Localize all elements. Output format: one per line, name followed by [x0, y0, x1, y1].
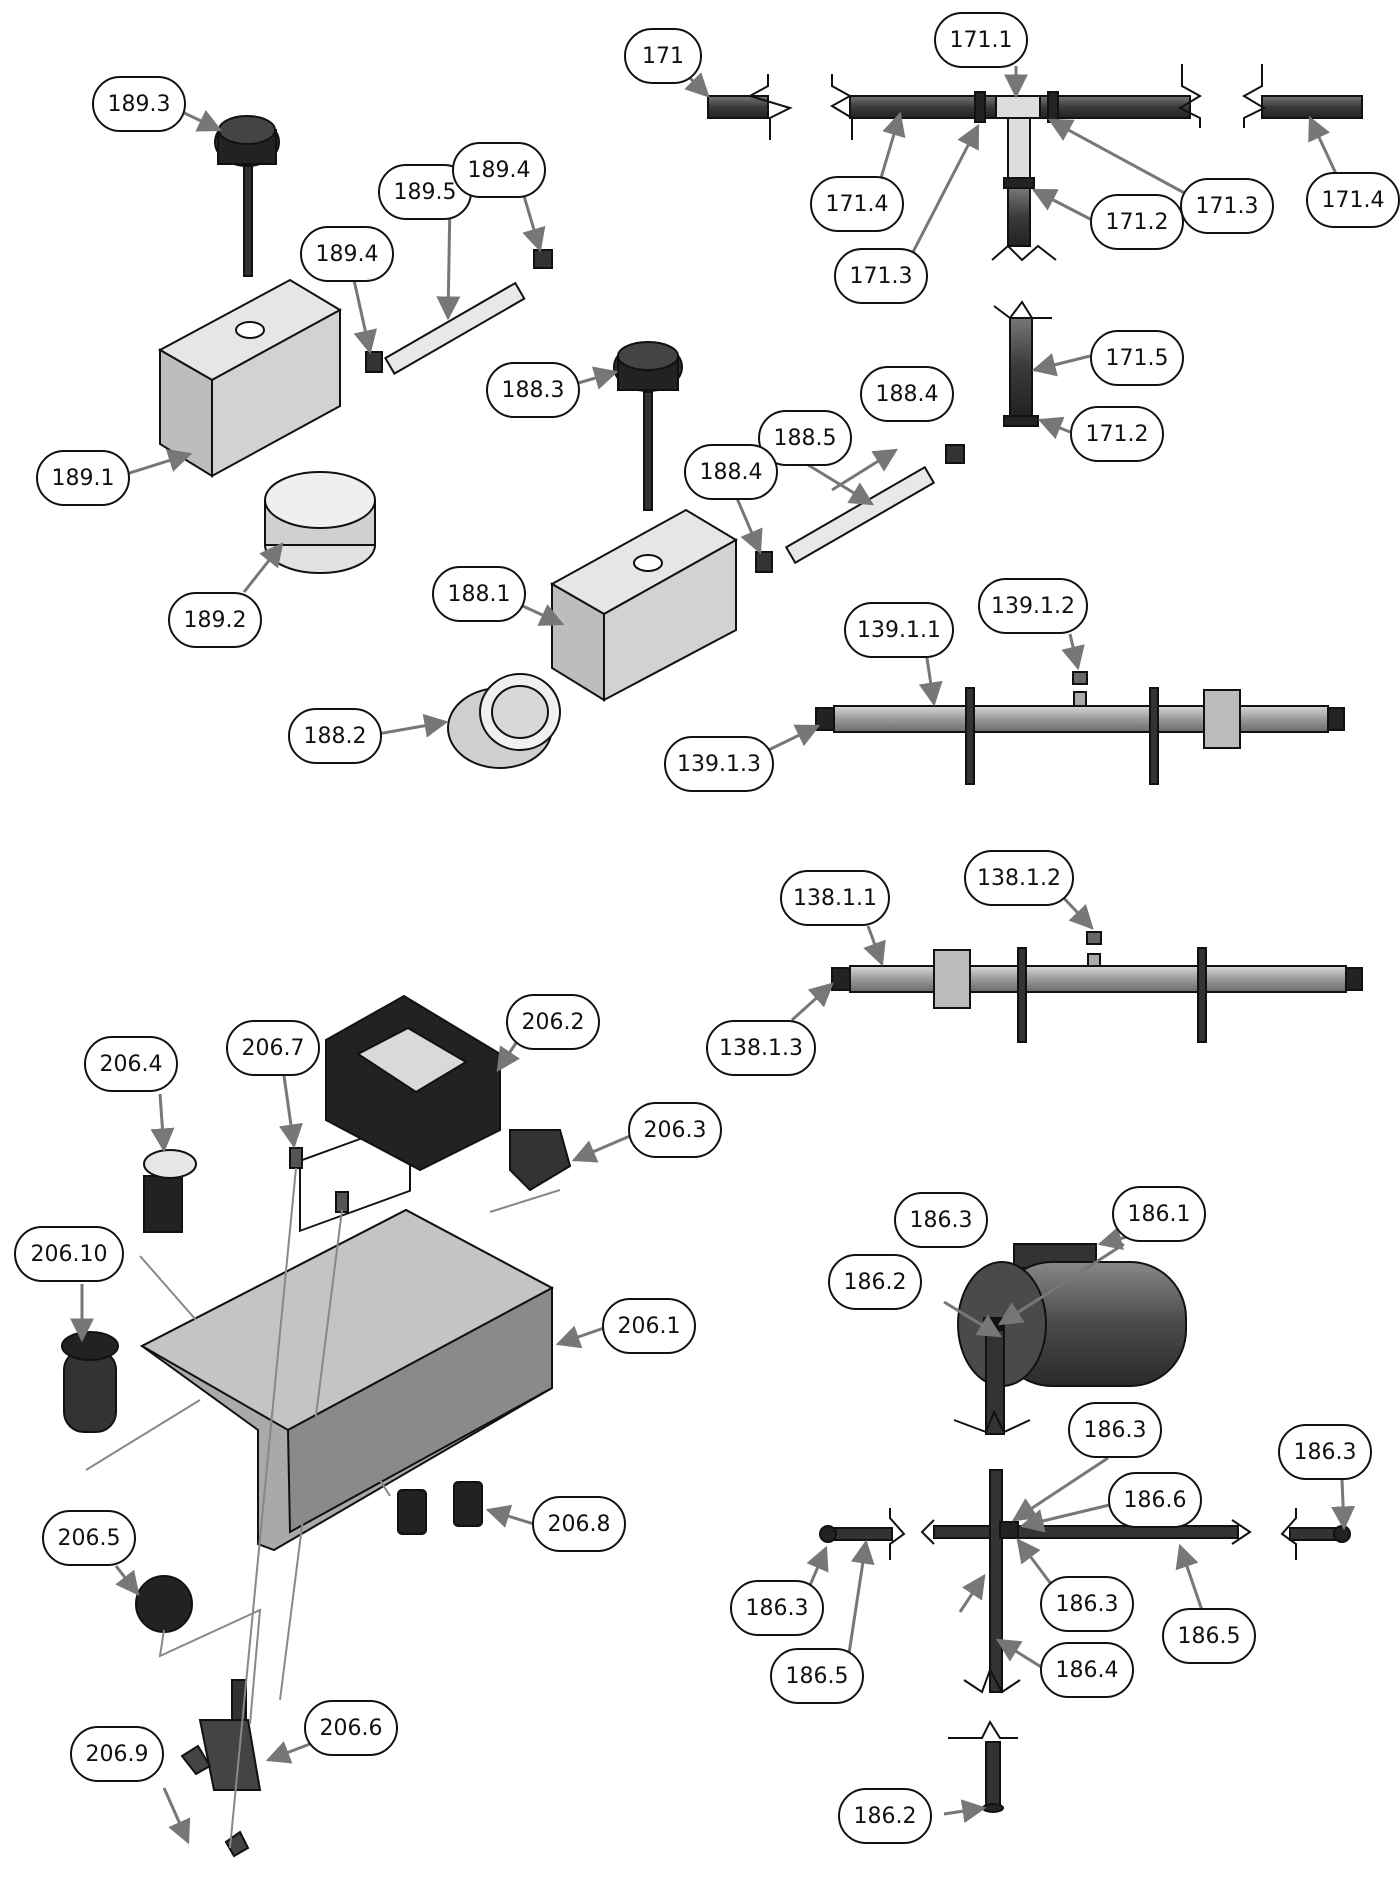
callout-138-1-3: 138.1.3	[706, 1020, 816, 1076]
callout-206-8: 206.8	[532, 1496, 626, 1552]
callout-206-9: 206.9	[70, 1726, 164, 1782]
callout-171-2: 171.2	[1070, 406, 1164, 462]
callout-186-3: 186.3	[730, 1580, 824, 1636]
callout-188-2: 188.2	[288, 708, 382, 764]
callout-206-6: 206.6	[304, 1700, 398, 1756]
callout-186-5: 186.5	[1162, 1608, 1256, 1664]
reservoir-tank-189	[157, 115, 553, 574]
callout-171-2: 171.2	[1090, 194, 1184, 250]
callout-186-2: 186.2	[828, 1254, 922, 1310]
callout-206-7: 206.7	[226, 1020, 320, 1076]
callout-188-3: 188.3	[486, 362, 580, 418]
reservoir-tank-188	[447, 341, 965, 769]
callout-206-2: 206.2	[506, 994, 600, 1050]
callout-206-1: 206.1	[602, 1298, 696, 1354]
callout-206-4: 206.4	[84, 1036, 178, 1092]
leader-lines	[70, 66, 1356, 1845]
callout-171: 171	[624, 28, 702, 84]
callout-188-4: 188.4	[860, 366, 954, 422]
callout-171-4: 171.4	[810, 176, 904, 232]
callout-206-10: 206.10	[14, 1226, 124, 1282]
callout-186-1: 186.1	[1112, 1186, 1206, 1242]
callout-171-4: 171.4	[1306, 172, 1400, 228]
callout-186-4: 186.4	[1040, 1642, 1134, 1698]
callout-189-1: 189.1	[36, 450, 130, 506]
callout-171-3: 171.3	[1180, 178, 1274, 234]
callout-189-3: 189.3	[92, 76, 186, 132]
callout-189-2: 189.2	[168, 592, 262, 648]
control-panel-206	[61, 994, 572, 1858]
callout-189-4: 189.4	[300, 226, 394, 282]
axle-rod-138	[831, 931, 1363, 1043]
callout-186-3: 186.3	[1068, 1402, 1162, 1458]
callout-206-5: 206.5	[42, 1510, 136, 1566]
callout-139-1-1: 139.1.1	[844, 602, 954, 658]
callout-188-1: 188.1	[432, 566, 526, 622]
callout-188-4: 188.4	[684, 444, 778, 500]
tank-assembly-186	[819, 1243, 1351, 1813]
callout-186-5: 186.5	[770, 1648, 864, 1704]
callout-186-6: 186.6	[1108, 1472, 1202, 1528]
callout-186-3: 186.3	[894, 1192, 988, 1248]
callout-139-1-3: 139.1.3	[664, 736, 774, 792]
hose-assembly-171	[707, 64, 1363, 427]
callout-186-2: 186.2	[838, 1788, 932, 1844]
callout-139-1-2: 139.1.2	[978, 578, 1088, 634]
axle-rod-139	[815, 671, 1345, 785]
callout-138-1-1: 138.1.1	[780, 870, 890, 926]
callout-171-3: 171.3	[834, 248, 928, 304]
callout-138-1-2: 138.1.2	[964, 850, 1074, 906]
callout-206-3: 206.3	[628, 1102, 722, 1158]
callout-171-5: 171.5	[1090, 330, 1184, 386]
callout-171-1: 171.1	[934, 12, 1028, 68]
callout-186-3: 186.3	[1278, 1424, 1372, 1480]
callout-186-3: 186.3	[1040, 1576, 1134, 1632]
callout-189-4: 189.4	[452, 142, 546, 198]
